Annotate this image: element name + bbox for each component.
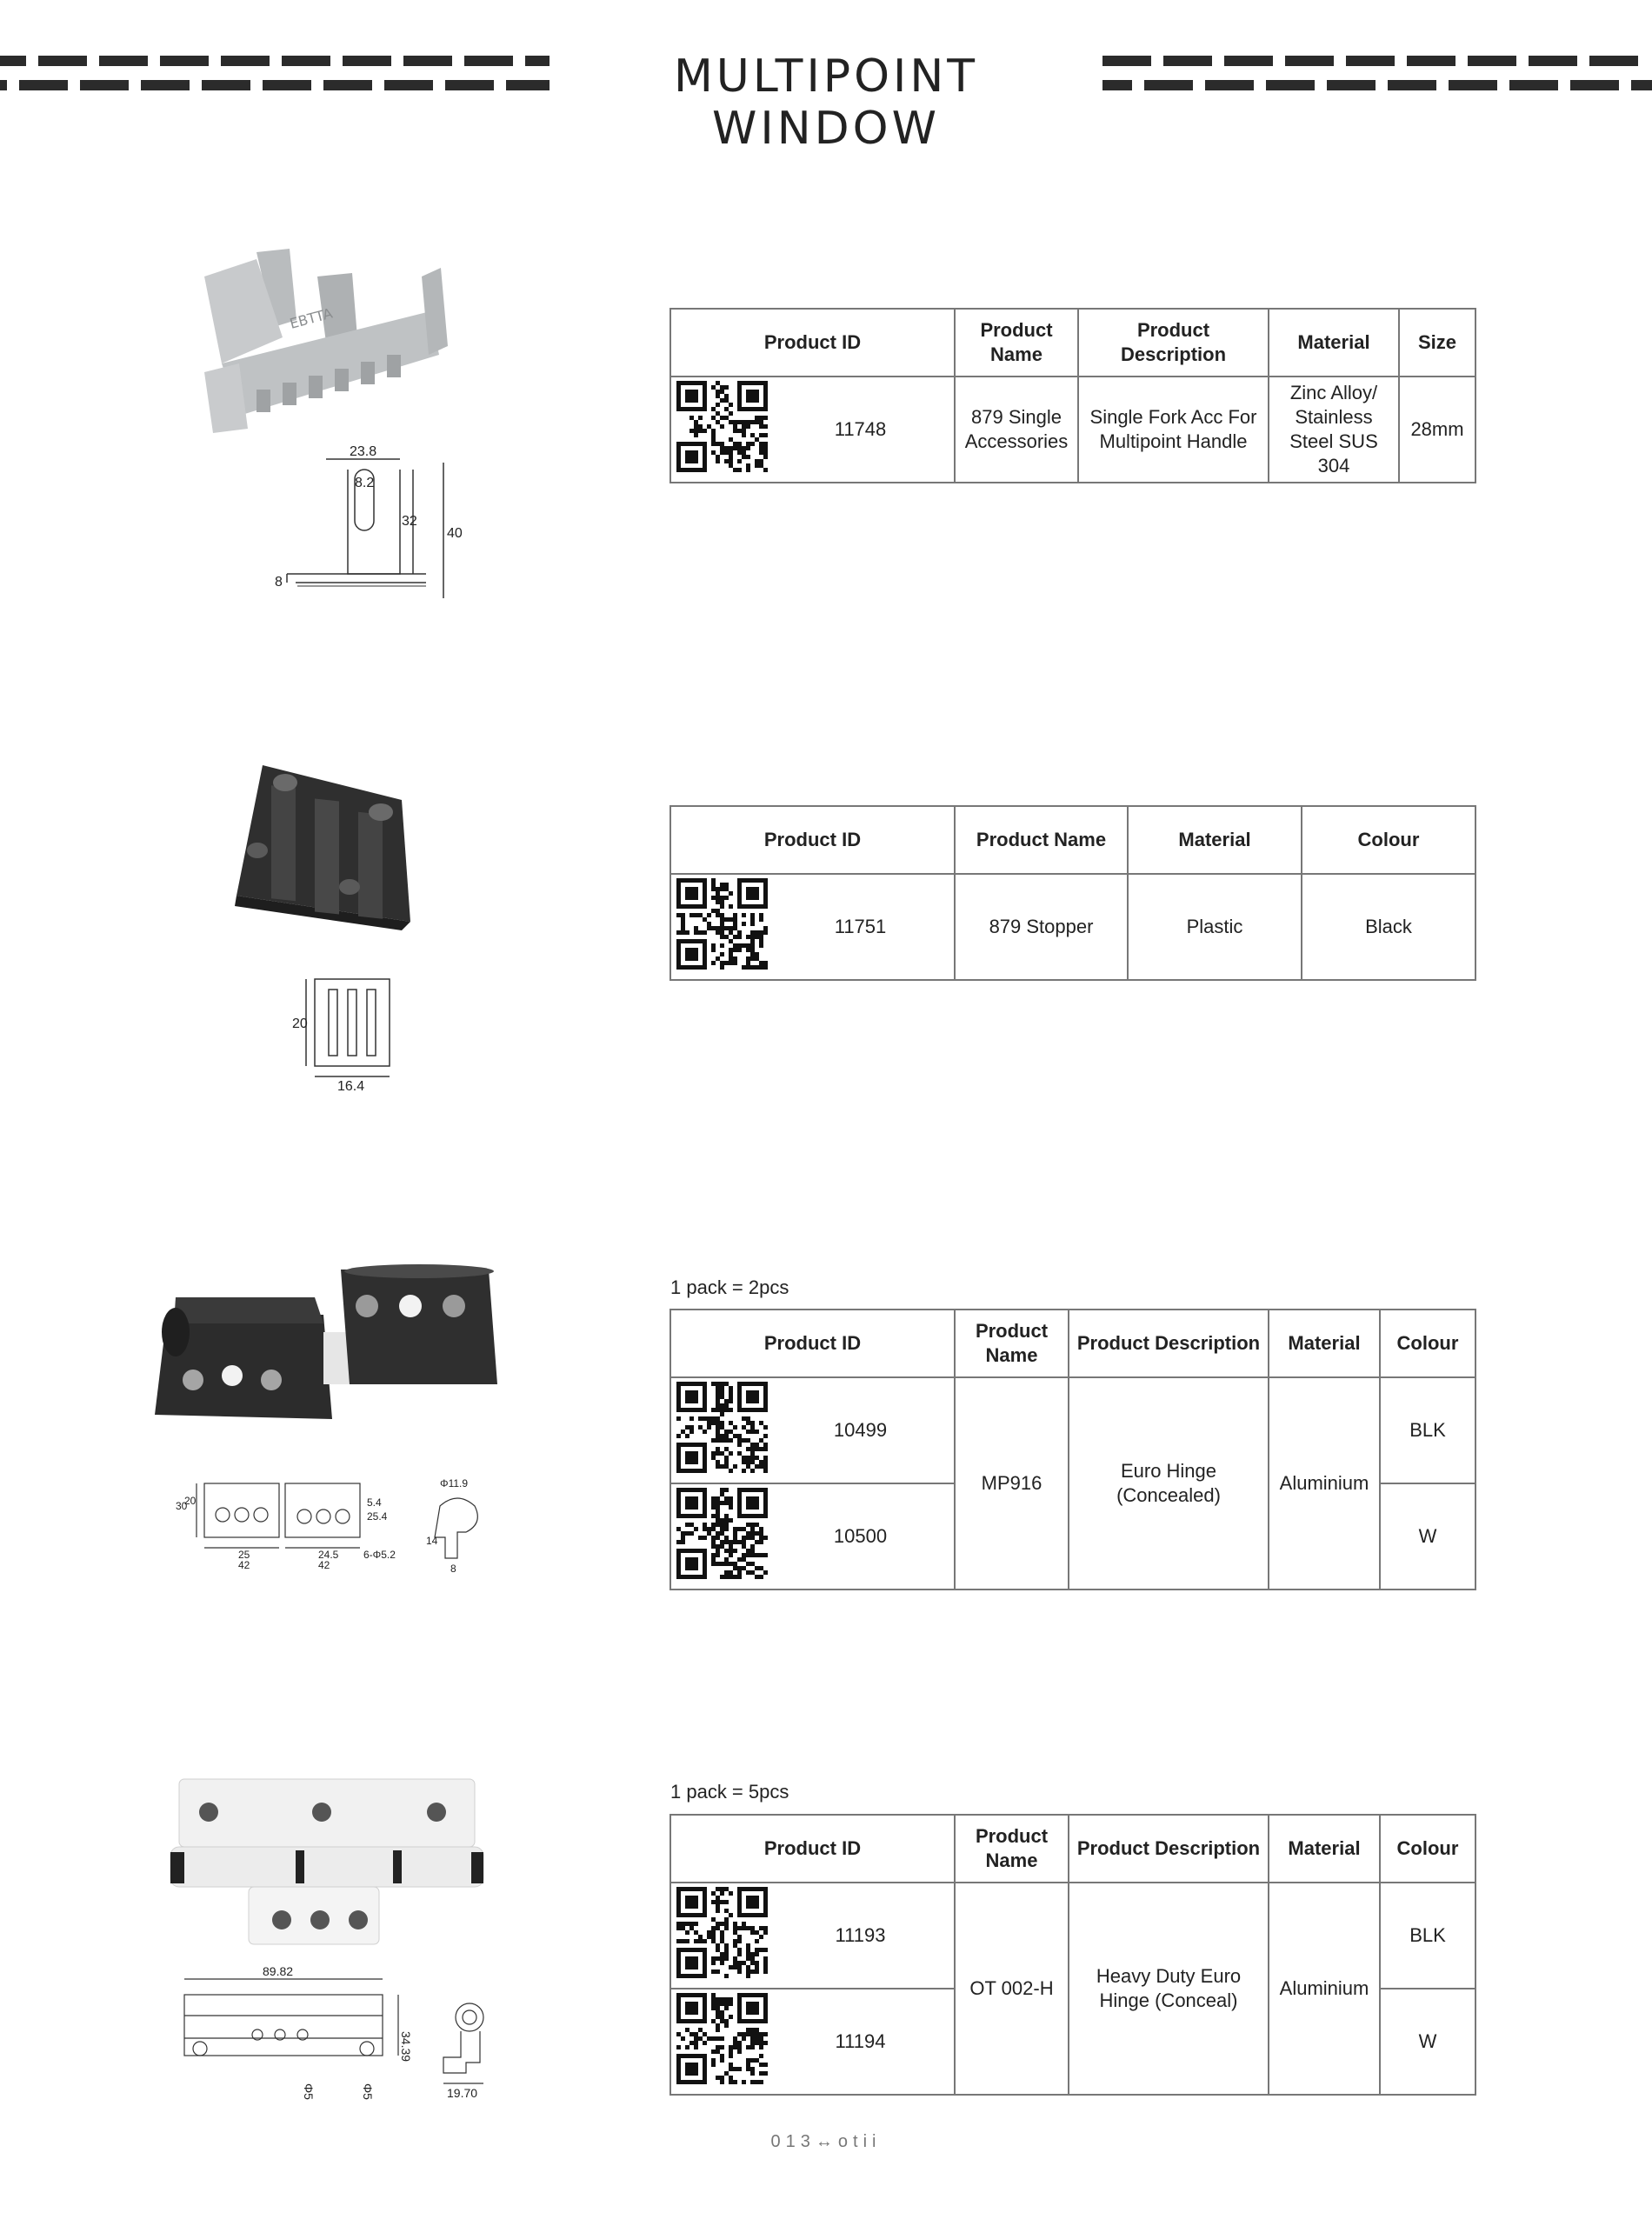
fork-dim-label: 40 xyxy=(447,526,463,541)
header-dash-decoration xyxy=(0,56,1652,90)
product-description: Single Fork Acc For Multipoint Handle xyxy=(1077,376,1269,483)
pack-quantity-note: 1 pack = 5pcs xyxy=(670,1781,789,1803)
product-colour: BLK xyxy=(1379,1376,1476,1484)
page-title: MULTIPOINT WINDOW xyxy=(673,50,979,155)
product-id: 11194 xyxy=(835,2030,886,2052)
pack-quantity-note: 1 pack = 2pcs xyxy=(670,1276,789,1298)
product-id: 11748 xyxy=(834,418,887,440)
col-header: Product Description xyxy=(1068,1814,1269,1883)
table-row: 11194 W xyxy=(669,1988,1476,2096)
qr-code-icon[interactable] xyxy=(676,878,768,976)
qr-code-icon[interactable] xyxy=(676,1887,768,1984)
single-fork-drawing: 23.8 8.2 32 40 8 xyxy=(275,444,463,598)
hinge-dim-label: 42 xyxy=(238,1559,250,1571)
col-header: Material xyxy=(1268,1309,1381,1378)
product-colour: BLK xyxy=(1379,1882,1476,1989)
spec-table-stopper: Product ID Product Name Material Colour … xyxy=(669,805,1476,981)
heavy-hinge-dim-label: 89.82 xyxy=(263,1964,293,1978)
euro-hinge-drawing: 30 20 25 42 24.5 42 5.4 25.4 6-Φ5.2 Φ11.… xyxy=(176,1477,478,1575)
heavy-duty-hinge-drawing: 89.82 34.39 Φ5 Φ5 19.70 xyxy=(183,1964,484,2100)
heavy-hinge-dim-label: 34.39 xyxy=(399,2031,413,2062)
product-material: Aluminium xyxy=(1268,1376,1381,1590)
hinge-dim-label: 8 xyxy=(450,1563,456,1575)
col-header: Product Name xyxy=(954,1309,1069,1378)
fork-dim-label: 8.2 xyxy=(355,476,374,490)
hinge-dim-label: 24.5 xyxy=(318,1549,339,1561)
col-header: Product Name xyxy=(954,1814,1069,1883)
table-row: 10500 W xyxy=(669,1483,1476,1590)
col-header: Product Name xyxy=(954,308,1079,377)
product-material: Plastic xyxy=(1127,873,1302,981)
hinge-dim-label: 5.4 xyxy=(367,1496,382,1509)
table-row: 11751 879 Stopper Plastic Black xyxy=(669,873,1476,981)
product-description: Euro Hinge (Concealed) xyxy=(1068,1376,1269,1590)
hinge-dim-label: 25 xyxy=(238,1549,250,1561)
table-row: 10499 MP916 Euro Hinge (Concealed) Alumi… xyxy=(669,1376,1476,1590)
col-header: Size xyxy=(1398,308,1476,377)
table-row: 11193 OT 002-H Heavy Duty Euro Hinge (Co… xyxy=(669,1882,1476,2096)
fork-dim-label: 8 xyxy=(275,575,283,590)
table-row: 11748 879 Single Accessories Single Fork… xyxy=(669,376,1476,483)
col-header: Product Description xyxy=(1068,1309,1269,1378)
hinge-dim-label: 25.4 xyxy=(367,1510,388,1523)
spec-table-single-fork: Product ID Product Name Product Descript… xyxy=(669,308,1476,483)
hinge-dim-label: 14 xyxy=(426,1535,438,1547)
hinge-dim-label: 30 xyxy=(176,1500,188,1512)
stopper-photo xyxy=(235,765,410,930)
col-header: Product ID xyxy=(669,805,956,875)
product-id: 11193 xyxy=(835,1924,886,1946)
heavy-duty-hinge-photo xyxy=(170,1778,484,1945)
product-colour: W xyxy=(1379,1988,1476,2096)
col-header: Product ID xyxy=(669,308,956,377)
stopper-drawing: 20 16.4 xyxy=(292,978,390,1094)
spec-table-euro-hinge: Product ID Product Name Product Descript… xyxy=(669,1309,1476,1590)
qr-code-icon[interactable] xyxy=(676,1382,768,1479)
heavy-hinge-dim-label: Φ5 xyxy=(361,2083,375,2100)
hinge-dim-label: Φ11.9 xyxy=(440,1477,468,1490)
page-number: 013↔otii xyxy=(770,2132,882,2151)
col-header: Material xyxy=(1268,1814,1381,1883)
product-name: 879 Stopper xyxy=(954,873,1129,981)
product-material: Zinc Alloy/ Stainless Steel SUS 304 xyxy=(1268,376,1400,483)
heavy-hinge-dim-label: Φ5 xyxy=(302,2083,316,2100)
qr-code-icon[interactable] xyxy=(676,1488,768,1585)
col-header: Colour xyxy=(1379,1814,1476,1883)
single-fork-photo: EBTTA xyxy=(204,249,448,433)
product-name: OT 002-H xyxy=(954,1882,1069,2096)
spec-table-heavy-duty-hinge: Product ID Product Name Product Descript… xyxy=(669,1814,1476,2096)
col-header: Colour xyxy=(1301,805,1476,875)
hinge-dim-label: 42 xyxy=(318,1559,330,1571)
col-header: Product ID xyxy=(669,1309,956,1378)
page-header xyxy=(0,45,1652,108)
col-header: Product Name xyxy=(954,805,1129,875)
stopper-dim-label: 16.4 xyxy=(337,1079,364,1094)
stopper-dim-label: 20 xyxy=(292,1016,308,1031)
heavy-hinge-dim-label: 19.70 xyxy=(447,2086,477,2100)
hinge-dim-label: 6-Φ5.2 xyxy=(363,1549,396,1561)
product-colour: Black xyxy=(1301,873,1476,981)
product-id: 11751 xyxy=(834,916,887,937)
product-material: Aluminium xyxy=(1268,1882,1381,2096)
col-header: Material xyxy=(1268,308,1400,377)
col-header: Product Description xyxy=(1077,308,1269,377)
qr-code-icon[interactable] xyxy=(676,381,768,478)
product-name: MP916 xyxy=(954,1376,1069,1590)
product-description: Heavy Duty Euro Hinge (Conceal) xyxy=(1068,1882,1269,2096)
col-header: Material xyxy=(1127,805,1302,875)
product-id: 10499 xyxy=(833,1419,888,1441)
col-header: Colour xyxy=(1379,1309,1476,1378)
euro-hinge-photo xyxy=(155,1264,497,1419)
product-id: 10500 xyxy=(833,1525,888,1547)
product-colour: W xyxy=(1379,1483,1476,1590)
product-size: 28mm xyxy=(1398,376,1476,483)
hinge-dim-label: 20 xyxy=(184,1495,197,1507)
fork-dim-label: 32 xyxy=(402,514,417,529)
product-name: 879 Single Accessories xyxy=(954,376,1079,483)
qr-code-icon[interactable] xyxy=(676,1993,768,2090)
fork-dim-label: 23.8 xyxy=(350,444,376,459)
col-header: Product ID xyxy=(669,1814,956,1883)
